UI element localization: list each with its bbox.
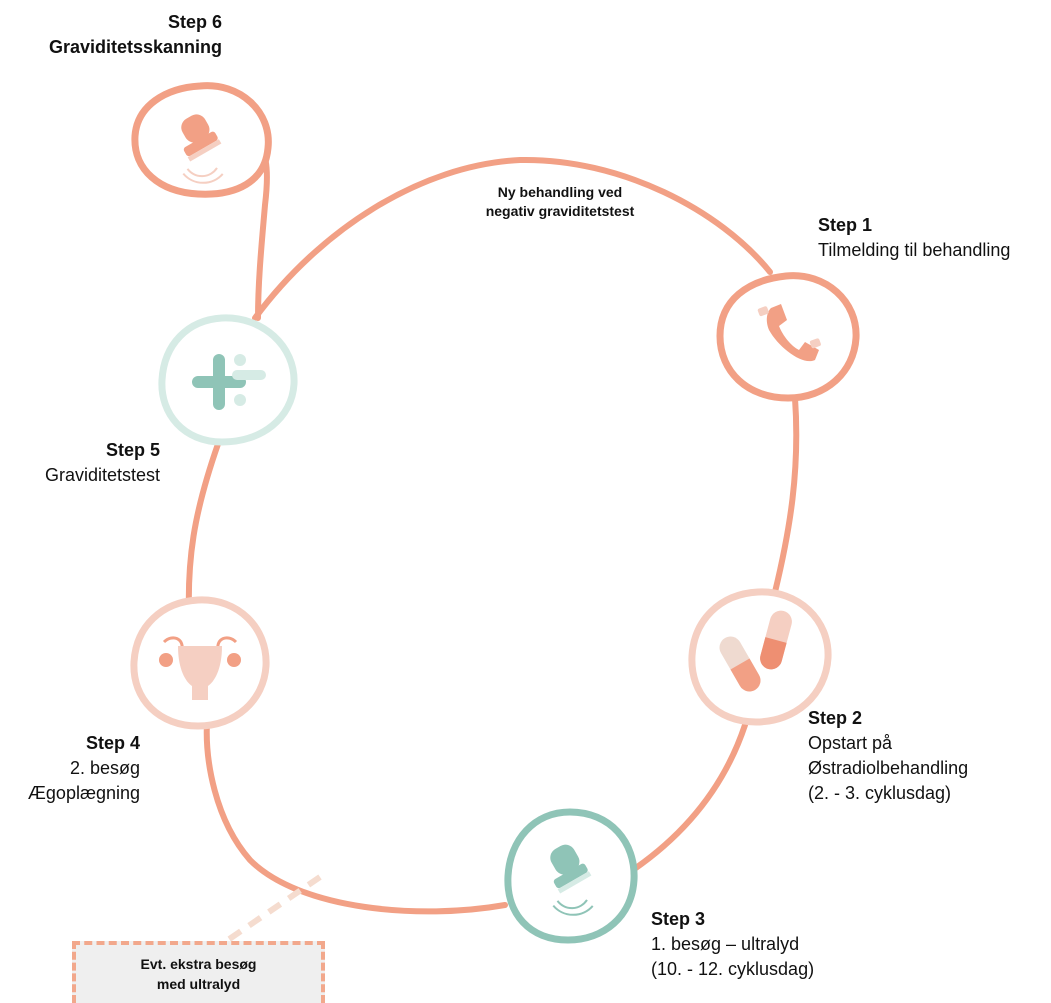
step5-node: [158, 314, 298, 446]
step3-line2: (10. - 12. cyklusdag): [651, 959, 815, 979]
step6-title: Step 6: [167, 12, 222, 32]
uterus-icon: [159, 636, 241, 700]
extra-visit-line2: med ultralyd: [156, 976, 241, 992]
phone-icon: [757, 304, 821, 362]
step2-label: Step 2 Opstart på Østradiolbehandling (2…: [808, 706, 1048, 806]
step2-line3: (2. - 3. cyklusdag): [808, 783, 952, 803]
plus-minus-test-icon: [192, 354, 266, 410]
step1-label: Step 1 Tilmelding til behandling: [818, 213, 1048, 263]
step3-label: Step 3 1. besøg – ultralyd (10. - 12. cy…: [651, 907, 911, 982]
step4-title: Step 4: [85, 733, 140, 753]
step1-node: [716, 272, 860, 402]
step2-line2: Østradiolbehandling: [808, 758, 969, 778]
cycle-loop-path: [185, 147, 800, 915]
extra-visit-connector: [223, 874, 322, 945]
step1-line1: Tilmelding til behandling: [818, 240, 1011, 260]
ultrasound-probe-icon: [181, 114, 224, 184]
step3-title: Step 3: [651, 909, 706, 929]
pills-icon: [719, 610, 792, 692]
step1-title: Step 1: [818, 215, 873, 235]
step5-title: Step 5: [105, 440, 160, 460]
step6-line1: Graviditetsskanning: [48, 37, 222, 57]
step2-node: [688, 588, 832, 726]
step3-line1: 1. besøg – ultralyd: [651, 934, 800, 954]
extra-visit-line1: Evt. ekstra besøg: [140, 956, 257, 972]
step6-node: [131, 82, 272, 198]
step2-title: Step 2: [808, 708, 863, 728]
ultrasound-probe-icon: [550, 844, 594, 916]
step4-line1: 2. besøg: [69, 758, 140, 778]
step4-line2: Ægoplægning: [27, 783, 140, 803]
loop-note-line2: negativ graviditetstest: [485, 203, 635, 219]
loop-note: Ny behandling ved negativ graviditetstes…: [455, 183, 665, 221]
step6-label: Step 6 Graviditetsskanning: [0, 10, 222, 60]
step4-label: Step 4 2. besøg Ægoplægning: [0, 731, 140, 806]
step5-label: Step 5 Graviditetstest: [0, 438, 160, 488]
extra-visit-box: Evt. ekstra besøg med ultralyd: [72, 941, 325, 1003]
step5-line1: Graviditetstest: [44, 465, 160, 485]
loop-note-line1: Ny behandling ved: [497, 184, 623, 200]
step2-line1: Opstart på: [808, 733, 893, 753]
step4-node: [130, 596, 270, 730]
step3-node: [504, 808, 638, 944]
